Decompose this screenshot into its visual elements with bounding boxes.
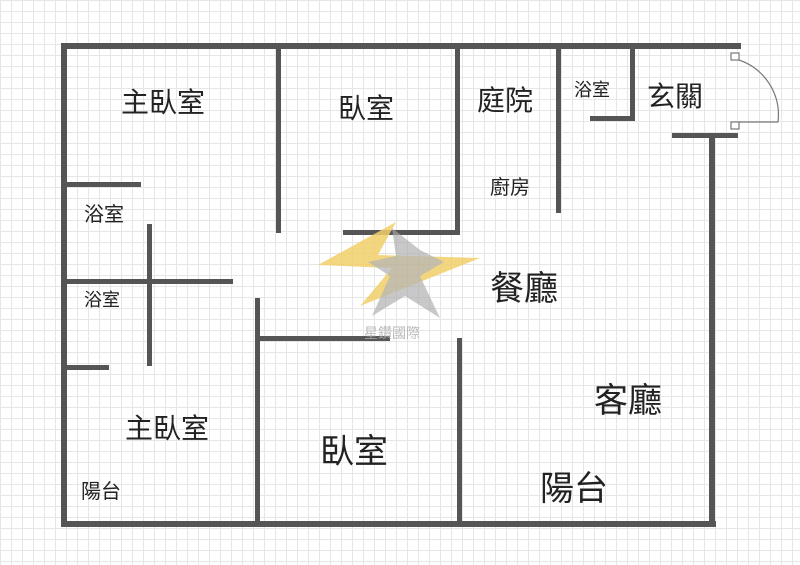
label-bathroom-left-1: 浴室	[84, 202, 124, 226]
wall-bath-top-bottom	[590, 116, 635, 121]
wall-bath-top-right	[630, 43, 635, 121]
wall-bedroom-bottom-left	[255, 298, 260, 527]
door-frame-top	[730, 52, 740, 61]
wall-bath-divider-horizontal	[61, 279, 233, 284]
label-balcony-large: 陽台	[540, 469, 608, 509]
label-balcony-small: 陽台	[81, 479, 121, 503]
label-bathroom-top: 浴室	[574, 80, 610, 101]
wall-right	[709, 135, 715, 527]
label-kitchen: 廚房	[490, 175, 530, 199]
watermark-logo: 星鑽國際	[318, 222, 480, 342]
wall-bedroom-bottom-right	[457, 338, 462, 527]
label-bedroom-bottom: 臥室	[320, 432, 388, 472]
wall-bottom	[61, 521, 716, 527]
wall-kitchen-right	[556, 43, 561, 213]
outer-walls	[61, 43, 741, 527]
wall-left	[61, 43, 67, 527]
label-living-room: 客廳	[594, 381, 662, 421]
wall-bedroom-courtyard	[455, 43, 460, 235]
entrance-door	[730, 52, 780, 130]
wall-bedroom-bottom-top	[255, 336, 390, 341]
wall-bath1-top	[61, 182, 141, 187]
door-frame-bottom	[730, 121, 740, 130]
label-master-bedroom-top: 主臥室	[121, 86, 205, 119]
label-dining-room: 餐廳	[490, 269, 558, 309]
room-labels: 主臥室 臥室 庭院 浴室 玄關 廚房 浴室 浴室 餐廳 客廳 主臥室 陽台 臥室…	[81, 80, 703, 509]
star-body-icon	[368, 228, 444, 318]
label-master-bedroom-bottom: 主臥室	[125, 412, 209, 445]
watermark-text: 星鑽國際	[364, 326, 420, 342]
wall-bedroom-bottom-stub	[343, 230, 460, 235]
door-swing-arc	[738, 59, 780, 123]
wall-master-bedroom-right	[276, 43, 281, 233]
label-bedroom-top: 臥室	[338, 92, 394, 125]
label-courtyard: 庭院	[477, 84, 533, 117]
wall-entrance-lower	[672, 133, 738, 138]
interior-walls	[61, 43, 635, 527]
label-entrance: 玄關	[647, 80, 703, 113]
wall-top	[61, 43, 741, 49]
label-bathroom-left-2: 浴室	[84, 290, 120, 311]
wall-bath2-bottom-stub	[61, 365, 109, 370]
wall-bath-divider-vertical	[147, 224, 152, 366]
